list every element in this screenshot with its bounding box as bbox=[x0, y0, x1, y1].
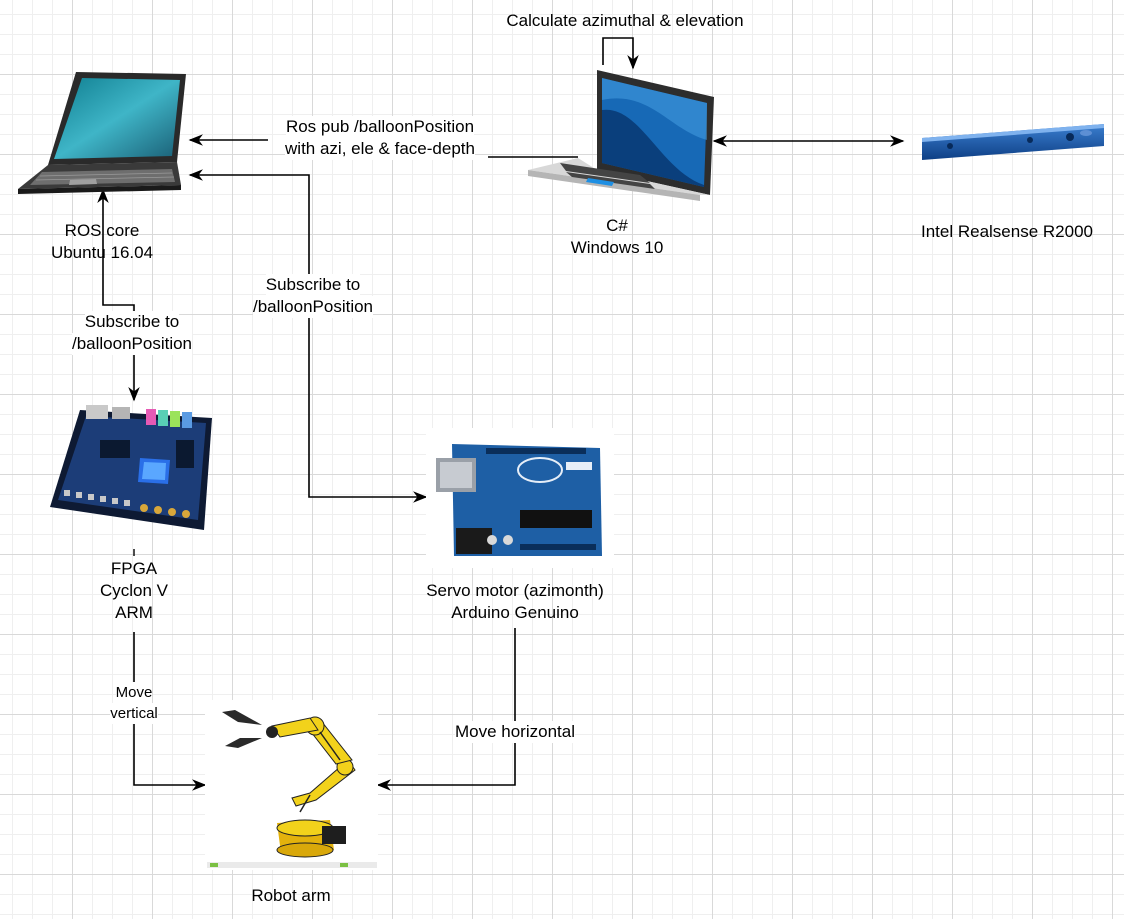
move-horizontal-edge bbox=[376, 628, 516, 791]
edge-label-move-vertical: Move vertical bbox=[110, 682, 158, 724]
node-label-robot-arm: Robot arm bbox=[251, 886, 331, 905]
edge-label-subscribe-arduino: Subscribe to /balloonPosition bbox=[252, 274, 374, 318]
arduino-board-icon bbox=[426, 428, 614, 568]
node-label-fpga: FPGA Cyclon V ARM bbox=[99, 559, 169, 622]
subscribe-arduino-edge bbox=[188, 169, 428, 503]
edge-label-move-horizontal: Move horizontal bbox=[454, 721, 575, 743]
node-label-realsense: Intel Realsense R2000 bbox=[920, 222, 1093, 241]
node-label-ros-core: ROS core Ubuntu 16.04 bbox=[50, 221, 154, 262]
edge-label-publish: Ros pub /balloonPosition with azi, ele &… bbox=[285, 116, 475, 160]
windows-pc-laptop-icon bbox=[528, 70, 714, 201]
ros-core-laptop-icon bbox=[18, 72, 186, 194]
node-label-arduino: Servo motor (azimonth) Arduino Genuino bbox=[426, 581, 604, 622]
fpga-board-icon bbox=[50, 405, 212, 530]
node-label-windows-pc: C# Windows 10 bbox=[570, 216, 664, 257]
edge-label-calculate: Calculate azimuthal & elevation bbox=[506, 11, 744, 30]
self-loop-edge bbox=[602, 37, 639, 70]
realsense-camera-icon bbox=[922, 124, 1104, 160]
edge-label-subscribe-fpga: Subscribe to /balloonPosition bbox=[71, 311, 193, 355]
robot-arm-icon bbox=[205, 700, 378, 870]
